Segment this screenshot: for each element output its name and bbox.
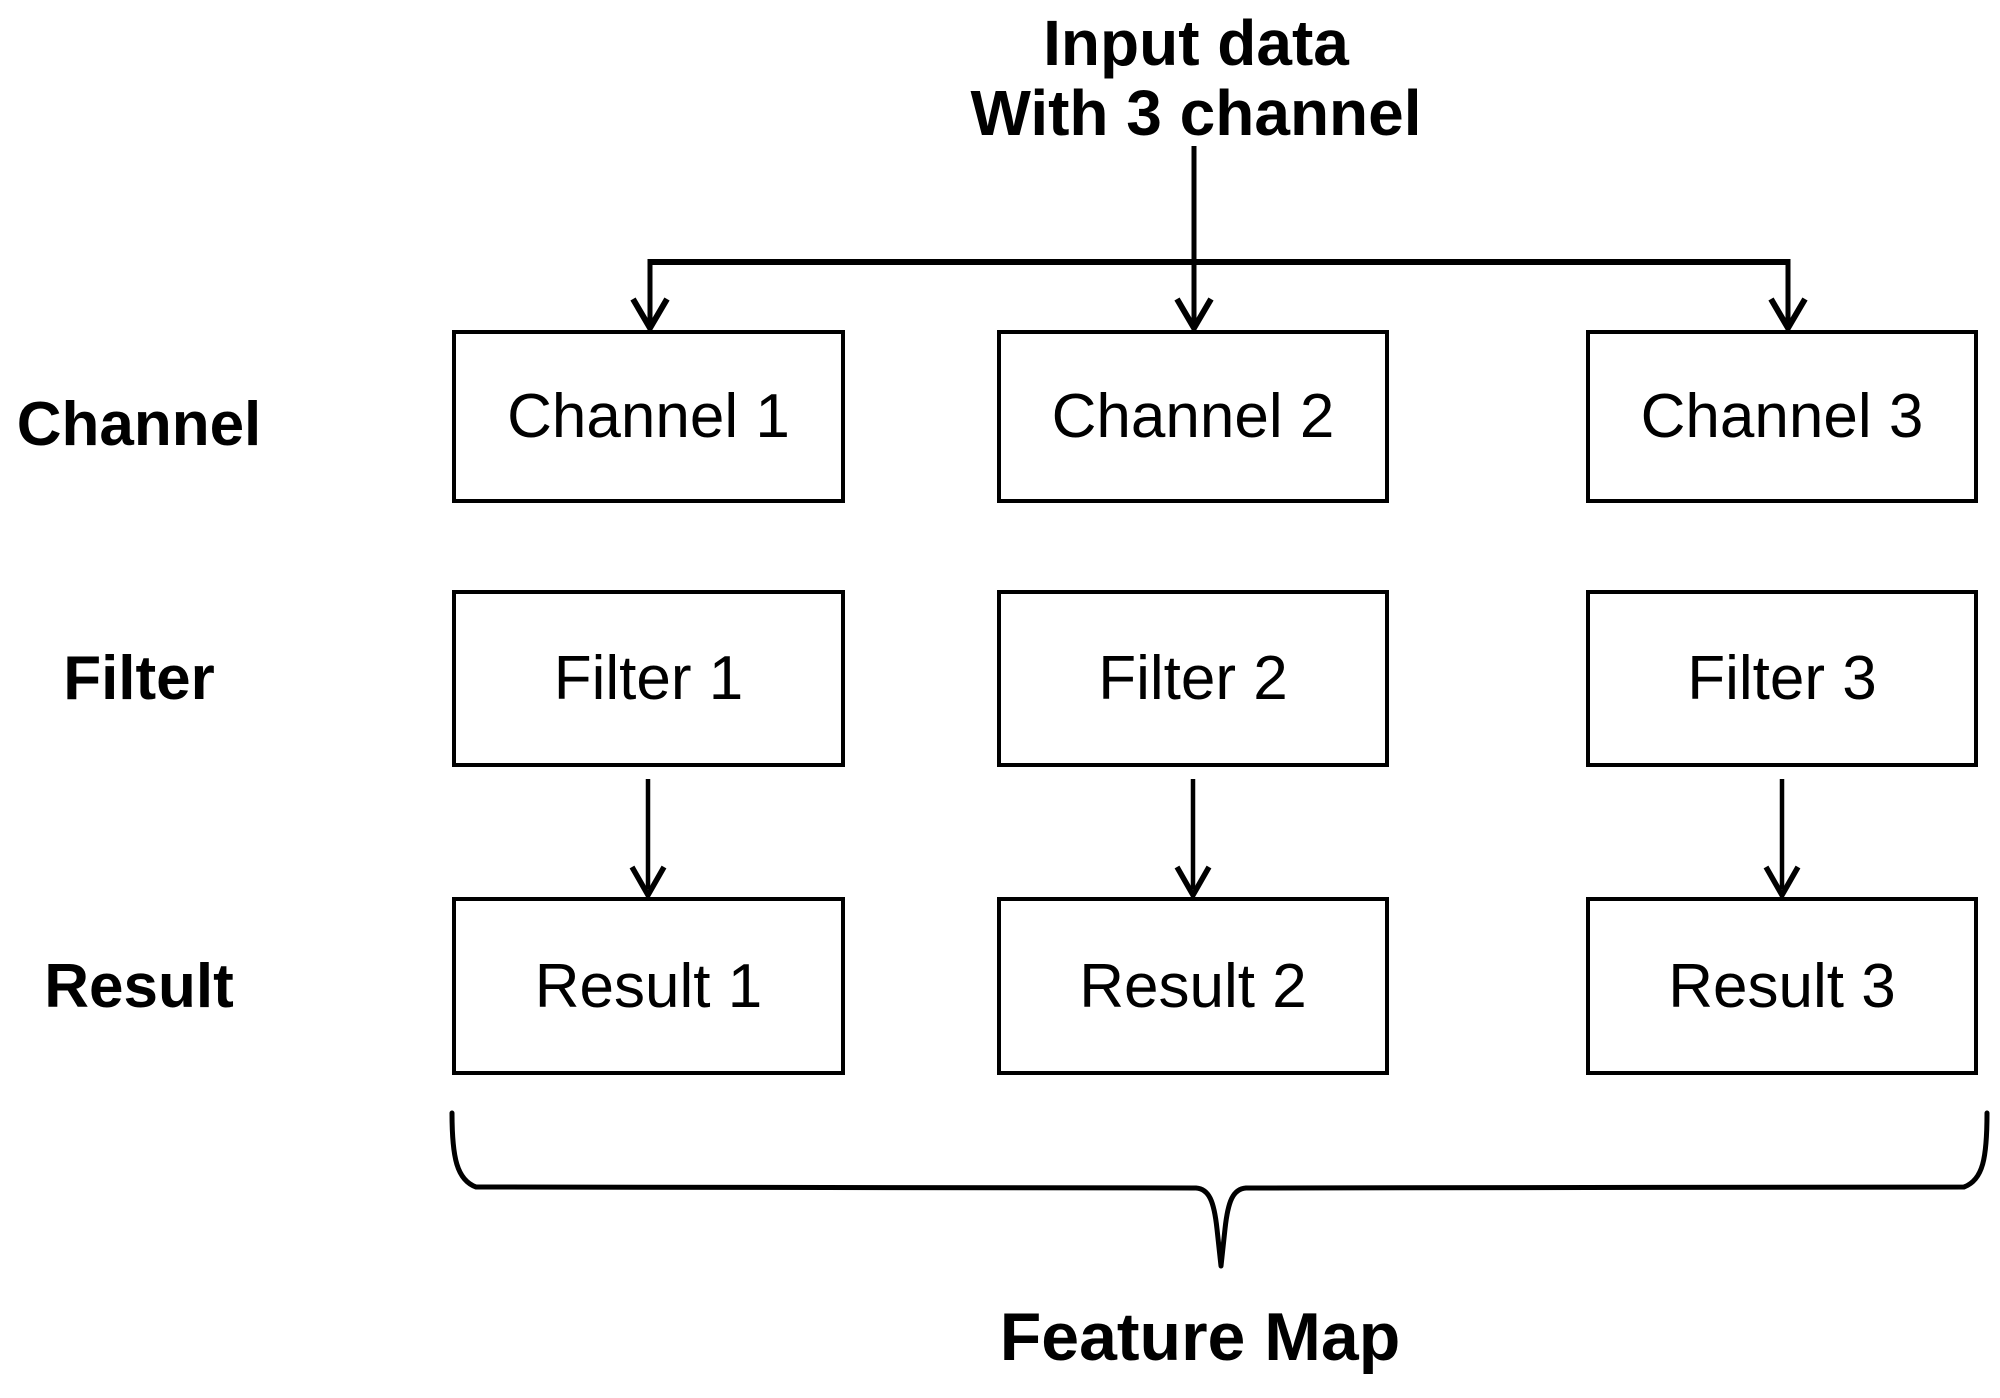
channel-1-box: Channel 1 — [452, 330, 845, 503]
arrowhead-branch-1 — [630, 297, 670, 334]
arrowhead-branch-2 — [1174, 297, 1214, 334]
channel-3-box: Channel 3 — [1586, 330, 1978, 503]
row-label-filter: Filter — [63, 644, 215, 713]
row-label-channel: Channel — [16, 390, 262, 459]
diagram-title-line1: Input data — [1043, 7, 1349, 79]
filter-3-box: Filter 3 — [1586, 590, 1978, 767]
filter-1-box: Filter 1 — [452, 590, 845, 767]
diagram-title: Input data With 3 channel — [796, 8, 1596, 149]
channel-2-box: Channel 2 — [997, 330, 1389, 503]
arrowhead-result-1 — [629, 865, 667, 901]
row-label-result: Result — [44, 951, 234, 1021]
feature-map-brace — [449, 1110, 1990, 1269]
feature-map-label: Feature Map — [999, 1299, 1401, 1375]
diagram-title-line2: With 3 channel — [970, 77, 1422, 150]
filter-2-box: Filter 2 — [997, 590, 1389, 767]
result-2-box: Result 2 — [997, 897, 1389, 1075]
arrowhead-result-2 — [1174, 865, 1212, 901]
arrowhead-result-3 — [1763, 865, 1801, 901]
result-3-box: Result 3 — [1586, 897, 1978, 1075]
arrowhead-branch-3 — [1768, 297, 1808, 334]
result-1-box: Result 1 — [452, 897, 845, 1075]
